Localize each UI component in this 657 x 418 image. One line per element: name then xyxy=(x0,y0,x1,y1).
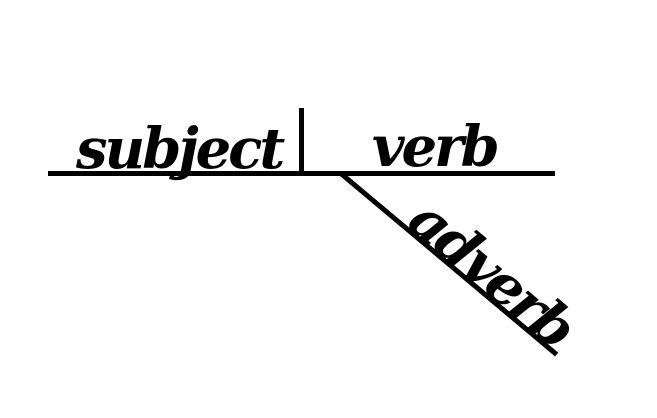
subject-verb-divider-line xyxy=(299,108,304,176)
adverb-label: adverb xyxy=(396,185,588,362)
verb-label: verb xyxy=(372,114,500,180)
subject-label: subject xyxy=(76,116,285,182)
